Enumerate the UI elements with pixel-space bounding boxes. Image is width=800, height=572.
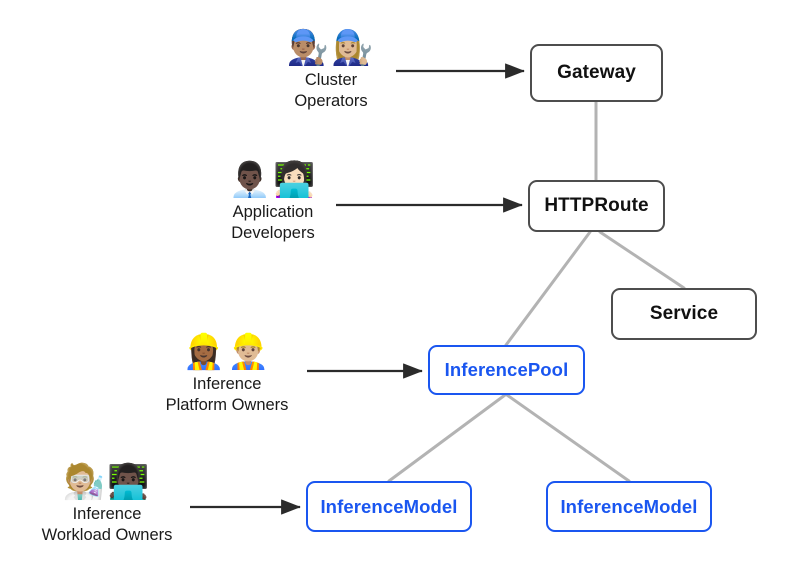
node-inferencepool[interactable]: InferencePool: [428, 345, 585, 395]
persona-application-developers-line1: Application: [232, 203, 314, 221]
persona-cluster-operators: 👨🏽‍🔧👩🏼‍🔧 Cluster Operators: [272, 28, 390, 112]
man-office-worker-icon-woman-technologist-icon: 👨🏿‍💼👩🏻‍💻: [228, 160, 318, 200]
persona-inference-workload-owners-line1: Inference: [72, 505, 142, 523]
node-httproute[interactable]: HTTPRoute: [528, 180, 665, 232]
node-inferencemodel-right-label: InferenceModel: [560, 495, 698, 517]
node-inferencemodel-left-label: InferenceModel: [320, 495, 458, 517]
persona-inference-platform-owners: 👷🏾‍♀️👷🏼‍♂️ Inference Platform Owners: [146, 332, 308, 416]
node-inferencemodel-left[interactable]: InferenceModel: [306, 481, 472, 532]
node-httproute-label: HTTPRoute: [544, 195, 649, 216]
node-service-label: Service: [649, 303, 719, 324]
node-gateway[interactable]: Gateway: [530, 44, 663, 102]
connector-inferencepool-model-left: [387, 393, 507, 483]
persona-application-developers-line2: Developers: [231, 224, 315, 242]
node-service[interactable]: Service: [611, 288, 757, 340]
persona-cluster-operators-line1: Cluster: [304, 71, 358, 89]
connector-httproute-inferencepool: [504, 230, 592, 347]
connector-httproute-service: [598, 230, 686, 290]
connector-inferencepool-model-right: [505, 393, 631, 483]
node-inferencepool-label: InferencePool: [444, 359, 569, 380]
scientist-icon-man-technologist-icon: 🧑🏼‍🔬👨🏿‍💻: [62, 462, 152, 502]
woman-construction-worker-icon-man-construction-worker-icon: 👷🏾‍♀️👷🏼‍♂️: [182, 332, 272, 372]
persona-application-developers: 👨🏿‍💼👩🏻‍💻 Application Developers: [209, 160, 337, 244]
man-mechanic-icon-woman-mechanic-icon: 👨🏽‍🔧👩🏼‍🔧: [286, 28, 376, 68]
persona-inference-workload-owners-line2: Workload Owners: [41, 526, 173, 544]
node-gateway-label: Gateway: [557, 62, 636, 83]
persona-inference-platform-owners-line2: Platform Owners: [165, 396, 289, 414]
persona-inference-platform-owners-line1: Inference: [192, 375, 262, 393]
persona-cluster-operators-line2: Operators: [294, 92, 368, 110]
persona-inference-workload-owners: 🧑🏼‍🔬👨🏿‍💻 Inference Workload Owners: [24, 462, 190, 546]
node-inferencemodel-right[interactable]: InferenceModel: [546, 481, 712, 532]
